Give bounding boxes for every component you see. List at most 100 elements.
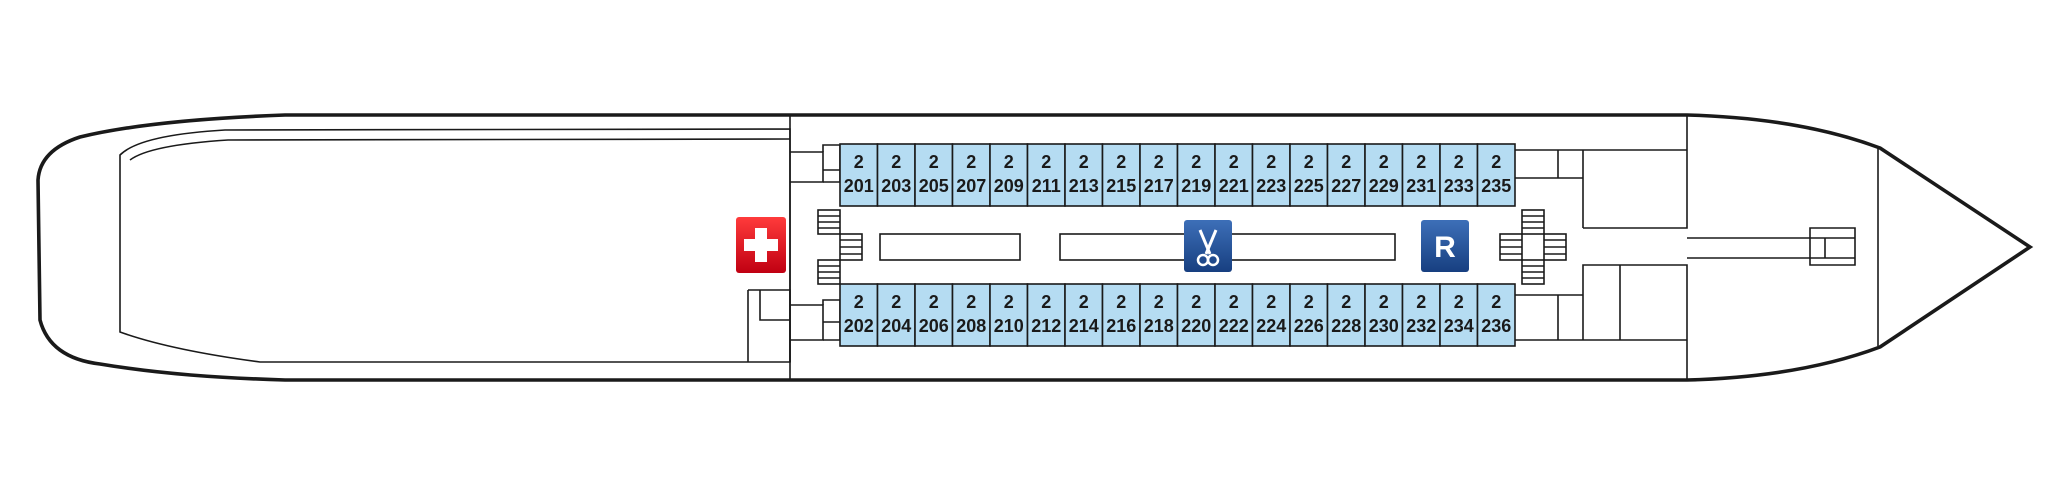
cabin-box[interactable] bbox=[989, 283, 1029, 347]
cabin-number: 233 bbox=[1444, 176, 1474, 196]
reception-icon: R bbox=[1421, 220, 1469, 272]
cabin-number: 212 bbox=[1031, 316, 1061, 336]
cabin-number: 235 bbox=[1481, 176, 1511, 196]
cabin-box[interactable] bbox=[1176, 143, 1216, 207]
cabin-deck-number: 2 bbox=[1491, 292, 1501, 312]
cabin-number: 227 bbox=[1331, 176, 1361, 196]
cabin-box[interactable] bbox=[1326, 283, 1366, 347]
cabin-deck-number: 2 bbox=[1454, 152, 1464, 172]
cabin-number: 210 bbox=[994, 316, 1024, 336]
cabin-box[interactable] bbox=[1439, 143, 1479, 207]
cabin-box[interactable] bbox=[1139, 283, 1179, 347]
cabin-number: 234 bbox=[1444, 316, 1474, 336]
cabin-box[interactable] bbox=[1401, 143, 1441, 207]
cabin-deck-number: 2 bbox=[1304, 152, 1314, 172]
cabin-box[interactable] bbox=[1439, 283, 1479, 347]
cabin-box[interactable] bbox=[1251, 143, 1291, 207]
cabin-box[interactable] bbox=[1476, 143, 1516, 207]
cabin-box[interactable] bbox=[1026, 283, 1066, 347]
bow-corridor bbox=[1687, 227, 1856, 266]
cabin-number: 208 bbox=[956, 316, 986, 336]
cabin-deck-number: 2 bbox=[1191, 152, 1201, 172]
cabin-number: 207 bbox=[956, 176, 986, 196]
hull-outline bbox=[36, 113, 2034, 382]
cabin-number: 222 bbox=[1219, 316, 1249, 336]
cabin-number: 219 bbox=[1181, 176, 1211, 196]
cabin-deck-number: 2 bbox=[1454, 292, 1464, 312]
cabin-deck-number: 2 bbox=[1116, 152, 1126, 172]
cabin-number: 209 bbox=[994, 176, 1024, 196]
cabin-deck-number: 2 bbox=[1229, 152, 1239, 172]
stern-room-top bbox=[790, 151, 824, 183]
cabin-box[interactable] bbox=[1101, 283, 1141, 347]
cabin-number: 221 bbox=[1219, 176, 1249, 196]
cabin-box[interactable] bbox=[1476, 283, 1516, 347]
cabin-row-bottom: 2202220422062208221022122214221622182220… bbox=[839, 283, 1516, 347]
cabin-box[interactable] bbox=[1064, 143, 1104, 207]
cabin-box[interactable] bbox=[1251, 283, 1291, 347]
cabin-row-top: 2201220322052207220922112213221522172219… bbox=[839, 143, 1516, 207]
cabin-box[interactable] bbox=[1364, 143, 1404, 207]
bow-rooms-top bbox=[1512, 149, 1688, 229]
cabin-deck-number: 2 bbox=[1004, 152, 1014, 172]
first-aid-icon bbox=[736, 217, 786, 273]
cabin-number: 232 bbox=[1406, 316, 1436, 336]
cabin-deck-number: 2 bbox=[1004, 292, 1014, 312]
cabin-deck-number: 2 bbox=[1266, 292, 1276, 312]
cabin-box[interactable] bbox=[1139, 143, 1179, 207]
cabin-number: 218 bbox=[1144, 316, 1174, 336]
cabin-box[interactable] bbox=[1026, 143, 1066, 207]
cabin-box[interactable] bbox=[1064, 283, 1104, 347]
stern-closet bbox=[747, 289, 791, 362]
cabin-deck-number: 2 bbox=[854, 152, 864, 172]
cabin-box[interactable] bbox=[1364, 283, 1404, 347]
cabin-number: 236 bbox=[1481, 316, 1511, 336]
cabin-number: 202 bbox=[844, 316, 874, 336]
cabin-number: 204 bbox=[881, 316, 911, 336]
cabin-box[interactable] bbox=[1214, 283, 1254, 347]
cabin-box[interactable] bbox=[1289, 283, 1329, 347]
cabin-deck-number: 2 bbox=[1229, 292, 1239, 312]
cabin-deck-number: 2 bbox=[1079, 152, 1089, 172]
cabin-deck-number: 2 bbox=[854, 292, 864, 312]
cabin-box[interactable] bbox=[1289, 143, 1329, 207]
cabin-number: 231 bbox=[1406, 176, 1436, 196]
cabin-box[interactable] bbox=[839, 143, 879, 207]
